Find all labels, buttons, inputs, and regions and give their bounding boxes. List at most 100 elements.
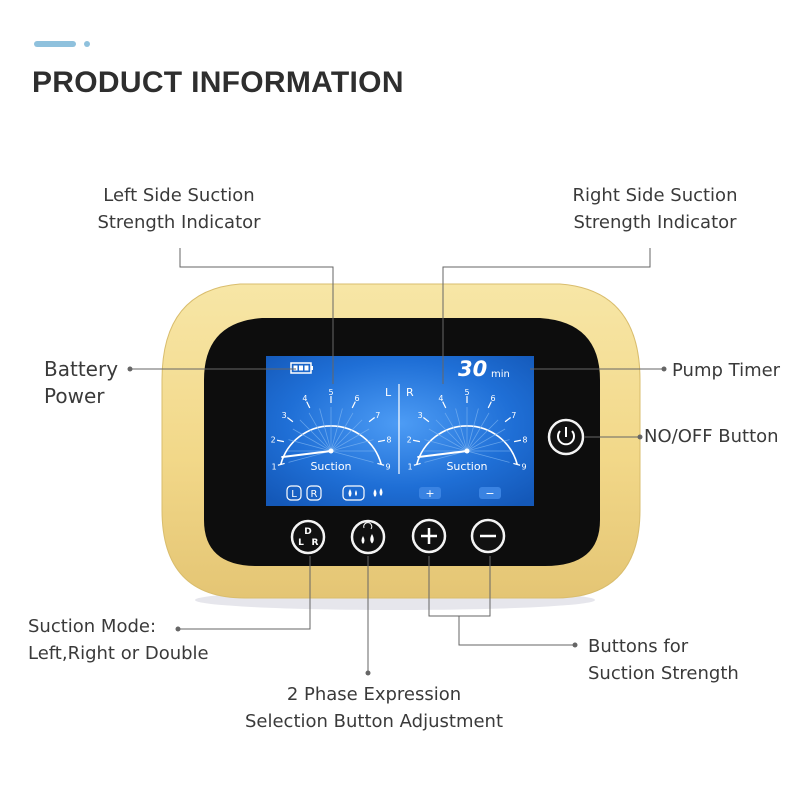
left-gauge-fan-line [330, 439, 374, 452]
left-gauge-fan-line [292, 428, 332, 452]
screen-plus-icon: + [419, 487, 441, 500]
left-gauge-hub [328, 448, 334, 454]
right-gauge-tick-label: 5 [464, 388, 469, 397]
callout-right-indicator: Right Side Suction Strength Indicator [572, 185, 738, 233]
callout-power-button: NO/OFF Button [644, 426, 779, 447]
right-gauge-fan-line [424, 450, 468, 463]
phase-button[interactable] [350, 519, 386, 555]
left-gauge-fan-line [288, 439, 332, 452]
svg-text:+: + [425, 487, 434, 500]
right-suction-gauge: 1 2 3 4 5 6 7 8 9 [407, 388, 528, 471]
left-gauge-needle [281, 450, 332, 459]
left-gauge-fan-line [319, 408, 332, 452]
power-icon [557, 430, 575, 446]
leader-left-indicator [179, 248, 334, 384]
left-gauge-tick-label: 4 [302, 394, 307, 403]
right-gauge-tick [504, 417, 511, 423]
right-gauge-side: R [406, 386, 414, 399]
left-gauge-tick-label: 8 [386, 435, 391, 444]
right-gauge-tick [513, 462, 521, 466]
left-gauge-label: Suction [310, 460, 351, 473]
accent-dot [84, 41, 90, 47]
callout-phase: 2 Phase Expression Selection Button Adju… [244, 684, 504, 732]
svg-text:L: L [291, 489, 297, 500]
screen-phase-icon [342, 485, 365, 501]
left-gauge-tick-label: 3 [282, 411, 287, 420]
leader-right-indicator [442, 248, 651, 384]
right-gauge-fan-line [466, 408, 479, 452]
left-gauge-side: L [385, 386, 392, 399]
right-gauge-fan-line [466, 439, 510, 452]
right-gauge-fan-line [466, 450, 510, 463]
plus-button[interactable] [411, 518, 447, 554]
accent-bar [34, 41, 76, 47]
svg-text:−: − [485, 487, 494, 500]
left-gauge-fan-line [330, 412, 354, 452]
minus-button[interactable] [470, 518, 506, 554]
right-gauge-tick-label: 1 [407, 462, 412, 471]
left-gauge-fan-line [288, 450, 332, 463]
right-gauge-needle [417, 450, 468, 459]
left-gauge-fan-line [330, 450, 374, 463]
callout-strength-buttons: Buttons for Suction Strength [588, 636, 739, 684]
svg-text:D: D [304, 527, 311, 537]
right-gauge-hub [464, 448, 470, 454]
right-gauge-tick-label: 7 [511, 411, 516, 420]
left-gauge-fan-line [299, 419, 332, 452]
callout-timer: Pump Timer [672, 360, 781, 381]
left-gauge-tick-label: 7 [375, 411, 380, 420]
screen-drop-icon [373, 488, 383, 497]
left-gauge-tick-label: 6 [355, 394, 360, 403]
callout-battery: Battery Power [44, 357, 119, 408]
right-gauge-tick-label: 3 [418, 411, 423, 420]
timer-value: 30 [458, 357, 487, 381]
left-gauge-tick [377, 439, 386, 443]
screen-mode-left-icon: L [286, 485, 302, 501]
right-gauge-label: Suction [446, 460, 487, 473]
left-gauge-fan-line [330, 428, 370, 452]
leader-lines [130, 248, 664, 673]
right-gauge-fan-line [466, 428, 506, 452]
right-gauge-fan-line [466, 419, 499, 452]
right-gauge-tick-label: 4 [438, 394, 443, 403]
page-title: PRODUCT INFORMATION [32, 66, 404, 99]
left-gauge-tick [306, 401, 311, 409]
left-gauge-tick [277, 462, 285, 466]
svg-text:R: R [311, 489, 318, 500]
timer-unit: min [491, 369, 510, 380]
left-gauge-fan-line [330, 408, 343, 452]
suction-mode-button[interactable]: D L R [290, 519, 326, 555]
left-gauge-tick-label: 2 [271, 435, 276, 444]
callout-left-indicator: Left Side Suction Strength Indicator [97, 185, 261, 233]
right-gauge-tick-label: 9 [521, 462, 526, 471]
svg-text:L: L [298, 538, 304, 548]
screen-mode-right-icon: R [306, 485, 322, 501]
right-gauge-tick-label: 8 [522, 435, 527, 444]
right-gauge-fan-line [455, 408, 468, 452]
left-gauge-tick [287, 417, 294, 423]
right-gauge-fan-line [435, 419, 468, 452]
battery-icon [290, 362, 313, 374]
left-gauge-fan-line [308, 412, 332, 452]
left-gauge-tick [351, 401, 356, 409]
drops-icon [361, 534, 374, 544]
left-gauge-tick [368, 417, 375, 423]
left-gauge-tick [377, 462, 385, 466]
svg-text:R: R [312, 538, 319, 548]
left-gauge-tick-label: 1 [271, 462, 276, 471]
right-gauge-fan-line [424, 439, 468, 452]
right-gauge-tick [442, 401, 447, 409]
power-button[interactable] [547, 418, 585, 456]
right-gauge-tick-label: 2 [407, 435, 412, 444]
leader-strength-stem [458, 616, 575, 646]
left-gauge-tick [276, 439, 285, 443]
right-gauge-tick [423, 417, 430, 423]
leader-dots [127, 366, 667, 676]
cycle-icon [363, 522, 373, 530]
screen-minus-icon: − [479, 487, 501, 500]
right-gauge-tick [487, 401, 492, 409]
right-gauge-fan-line [428, 428, 468, 452]
left-gauge-fan-line [330, 419, 363, 452]
right-gauge-tick-label: 6 [491, 394, 496, 403]
